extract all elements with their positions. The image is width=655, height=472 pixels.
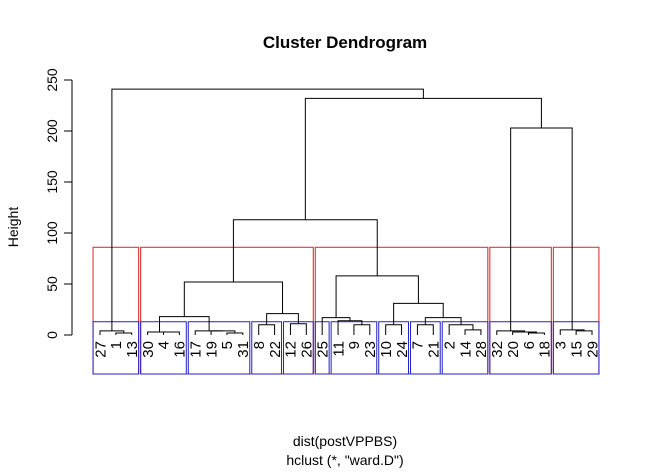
leaf-label: 2	[441, 341, 458, 349]
y-axis-label: Height	[5, 207, 21, 248]
dendrogram-branch	[232, 219, 378, 282]
dendrogram-branch	[512, 331, 537, 335]
dendrogram-branch	[528, 332, 545, 335]
leaf-label: 20	[505, 341, 522, 358]
leaf-label: 23	[362, 341, 379, 358]
dendrogram-branch	[266, 313, 299, 325]
y-tick-label: 50	[44, 276, 60, 292]
leaf-label: 5	[219, 341, 236, 349]
y-tick-label: 0	[44, 331, 60, 339]
dendrogram-branch	[258, 324, 276, 335]
dendrogram-branch	[147, 331, 172, 335]
leaf-label: 12	[283, 341, 300, 358]
dendrogram-branch	[353, 324, 371, 335]
dendrogram-branch	[464, 329, 482, 335]
cluster-box	[330, 321, 378, 375]
cluster-box	[552, 321, 600, 375]
leaf-label: 17	[187, 341, 204, 358]
dendrogram-branch	[337, 320, 363, 335]
cluster-box	[140, 321, 187, 375]
dendrogram-branch	[159, 316, 210, 332]
y-tick-label: 150	[44, 170, 60, 194]
leaf-label: 24	[394, 341, 411, 358]
dendrogram-branch	[424, 317, 462, 325]
leaf-label: 7	[410, 341, 427, 349]
dendrogram-branch	[510, 127, 573, 331]
leaf-label: 4	[156, 341, 173, 349]
leaf-label: 9	[346, 341, 363, 349]
cluster-boxes	[92, 246, 600, 375]
dendrogram-branch	[575, 330, 593, 335]
dendrogram-branch	[385, 324, 403, 335]
y-axis: 0 50 100 150 200 250	[44, 68, 73, 339]
dendrogram-branch	[194, 330, 223, 335]
leaf-label: 26	[299, 341, 316, 358]
dendrogram-branch	[183, 281, 284, 317]
chart-title: Cluster Dendrogram	[263, 33, 427, 52]
leaf-label: 1	[108, 341, 125, 349]
leaf-label: 27	[92, 341, 109, 358]
leaf-label: 22	[267, 341, 284, 358]
leaf-label: 11	[330, 341, 347, 357]
leaf-label: 19	[203, 341, 220, 358]
cluster-box	[92, 321, 140, 375]
leaf-label: 25	[314, 341, 331, 358]
dendrogram-branch	[304, 97, 542, 220]
leaf-label: 32	[489, 341, 506, 358]
method-label: hclust (*, "ward.D")	[286, 452, 403, 468]
y-tick-label: 250	[44, 68, 60, 92]
y-tick-label: 100	[44, 221, 60, 245]
y-tick-label: 200	[44, 119, 60, 143]
x-axis-label: dist(postVPPBS)	[293, 433, 397, 449]
leaf-label: 14	[457, 341, 474, 358]
leaf-label: 18	[537, 341, 554, 358]
cluster-box	[187, 321, 251, 375]
leaf-label: 10	[378, 341, 395, 358]
leaf-label: 30	[140, 341, 157, 358]
dendrogram-branch	[111, 88, 424, 331]
cluster-box	[489, 321, 552, 375]
leaf-label: 8	[251, 341, 268, 349]
leaf-label: 15	[568, 341, 585, 358]
leaf-label: 3	[553, 341, 570, 349]
dendrogram-branch	[416, 324, 434, 335]
dendrogram-branch	[335, 275, 419, 318]
dendrogram-branch	[162, 331, 180, 335]
leaf-label: 6	[521, 341, 538, 349]
dendrogram-branch	[115, 332, 133, 335]
dendrogram-branches	[99, 88, 593, 335]
cluster-box	[441, 321, 489, 375]
leaf-label: 16	[172, 341, 189, 358]
leaf-label: 29	[584, 341, 601, 358]
leaf-label: 13	[124, 341, 141, 358]
leaf-label: 28	[473, 341, 490, 358]
leaf-label: 31	[235, 341, 252, 358]
dendrogram-branch	[289, 323, 307, 335]
dendrogram-branch	[226, 332, 244, 335]
leaf-label: 21	[426, 341, 443, 358]
leaf-labels: 2711330416171953182212262511923102472121…	[92, 341, 601, 358]
